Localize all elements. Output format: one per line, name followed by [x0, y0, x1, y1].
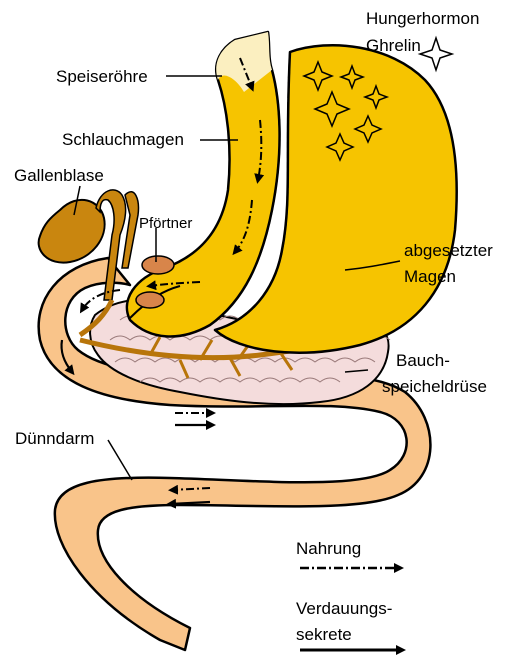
gallbladder-label: Gallenblase: [14, 165, 104, 186]
hunger-hormone-line-2: Ghrelin: [366, 35, 479, 56]
hunger-hormone-line-1: Hungerhormon: [366, 8, 479, 29]
pancreas-line-2: speicheldrüse: [382, 376, 487, 397]
esophagus-label: Speiseröhre: [56, 66, 148, 87]
pylorus-label: Pförtner: [139, 213, 192, 234]
legend-secretions-line-1: Verdauungs-: [296, 598, 392, 619]
detached-stomach-label: abgesetzter Magen: [404, 240, 493, 287]
sleeve-stomach-label: Schlauchmagen: [62, 129, 184, 150]
detached-stomach-line-2: Magen: [404, 266, 493, 287]
pancreas-label: Bauch- speicheldrüse: [382, 350, 487, 397]
detached-stomach-line-1: abgesetzter: [404, 240, 493, 261]
pancreas-line-1: Bauch-: [382, 350, 487, 371]
hunger-hormone-label: Hungerhormon Ghrelin: [366, 8, 479, 56]
sleeve-stomach: [127, 32, 280, 336]
small-intestine-label: Dünndarm: [15, 428, 94, 449]
legend-secretions-label: Verdauungs- sekrete: [296, 598, 392, 645]
legend-secretions-line-2: sekrete: [296, 624, 392, 645]
legend-food-label: Nahrung: [296, 538, 361, 559]
